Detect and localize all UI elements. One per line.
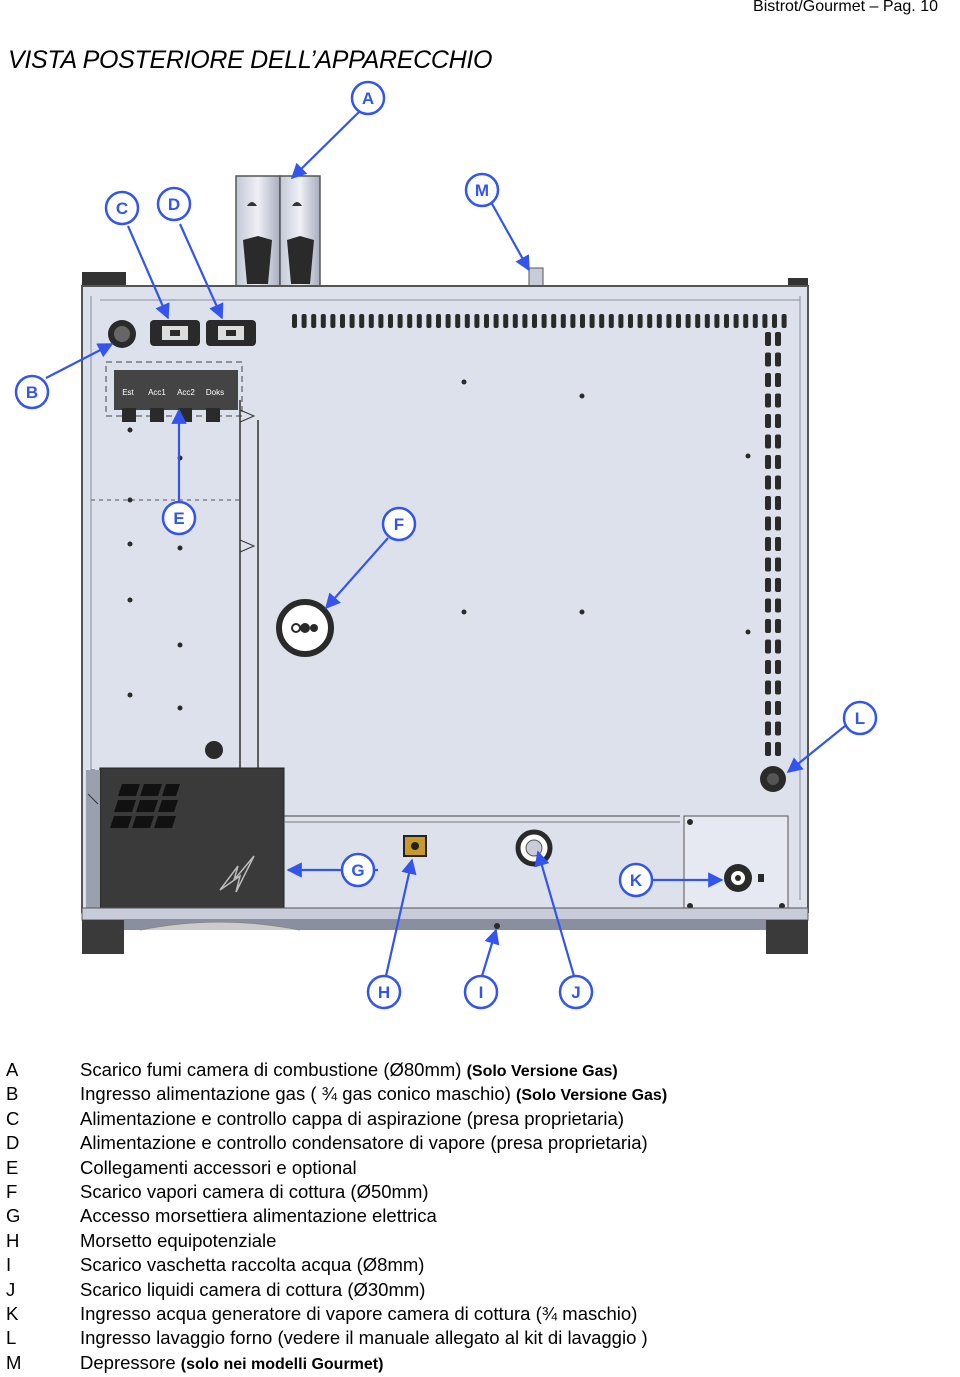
legend-text: Collegamenti accessori e optional bbox=[80, 1156, 357, 1178]
legend-item-g: G Accesso morsettiera alimentazione elett… bbox=[6, 1204, 956, 1228]
callout-a: A bbox=[362, 89, 374, 108]
legend-text: Ingresso acqua generatore di vapore came… bbox=[80, 1302, 638, 1324]
callout-f: F bbox=[394, 515, 404, 534]
accessory-label: Acc1 bbox=[148, 388, 166, 397]
legend-text: Depressore bbox=[80, 1351, 176, 1373]
legend-item-d: D Alimentazione e controllo condensatore … bbox=[6, 1131, 956, 1155]
page-header: Bistrot/Gourmet – Pag. 10 bbox=[753, 0, 938, 15]
callout-b: B bbox=[26, 383, 38, 402]
legend-key: K bbox=[6, 1302, 19, 1324]
legend-key: C bbox=[6, 1107, 20, 1129]
legend-text: Scarico vapori camera di cottura (Ø50mm) bbox=[80, 1180, 429, 1202]
callout-i: I bbox=[479, 983, 484, 1002]
legend-text: Ingresso lavaggio forno (vedere il manua… bbox=[80, 1327, 648, 1349]
rear-view-diagram: Est Acc1 Acc2 Doks bbox=[14, 80, 878, 1010]
accessory-label: Est bbox=[122, 388, 134, 397]
legend-key: J bbox=[6, 1278, 16, 1300]
socket-d bbox=[206, 320, 256, 346]
legend: A Scarico fumi camera di combustione (Ø80… bbox=[6, 1058, 956, 1375]
legend-key: D bbox=[6, 1132, 20, 1154]
legend-item-i: I Scarico vaschetta raccolta acqua (Ø8mm) bbox=[6, 1253, 956, 1277]
callout-m: M bbox=[475, 181, 489, 200]
accessory-label: Doks bbox=[206, 388, 224, 397]
legend-key: L bbox=[6, 1327, 17, 1349]
legend-item-a: A Scarico fumi camera di combustione (Ø80… bbox=[6, 1058, 956, 1082]
legend-key: G bbox=[6, 1205, 21, 1227]
callout-l: L bbox=[855, 709, 865, 728]
callout-j: J bbox=[571, 983, 580, 1002]
legend-item-k: K Ingresso acqua generatore di vapore cam… bbox=[6, 1302, 956, 1326]
legend-note: (solo nei modelli Gourmet) bbox=[180, 1355, 384, 1373]
legend-text: Alimentazione e controllo cappa di aspir… bbox=[80, 1107, 624, 1129]
legend-key: I bbox=[6, 1254, 12, 1276]
legend-text: Alimentazione e controllo condensatore d… bbox=[80, 1132, 648, 1154]
legend-item-j: J Scarico liquidi camera di cottura (Ø30m… bbox=[6, 1278, 956, 1302]
callout-c: C bbox=[116, 199, 128, 218]
legend-item-c: C Alimentazione e controllo cappa di aspi… bbox=[6, 1107, 956, 1131]
legend-key: M bbox=[6, 1351, 22, 1373]
flue-chimneys bbox=[235, 175, 321, 289]
legend-text: Scarico fumi camera di combustione (Ø80m… bbox=[80, 1059, 462, 1080]
legend-item-h: H Morsetto equipotenziale bbox=[6, 1229, 956, 1253]
callout-e: E bbox=[173, 509, 184, 528]
legend-note: (Solo Versione Gas) bbox=[466, 1063, 618, 1080]
legend-text: Ingresso alimentazione gas ( ¾ gas conic… bbox=[80, 1083, 511, 1105]
legend-item-m: M Depressore (solo nei modelli Gourmet) bbox=[6, 1351, 956, 1375]
socket-c bbox=[150, 320, 200, 346]
legend-item-e: E Collegamenti accessori e optional bbox=[6, 1156, 956, 1180]
legend-text: Scarico vaschetta raccolta acqua (Ø8mm) bbox=[80, 1254, 425, 1276]
legend-note: (Solo Versione Gas) bbox=[516, 1087, 668, 1105]
legend-text: Scarico liquidi camera di cottura (Ø30mm… bbox=[80, 1278, 426, 1300]
legend-text: Morsetto equipotenziale bbox=[80, 1229, 277, 1251]
page-title: VISTA POSTERIORE DELL’APPARECCHIO bbox=[8, 46, 493, 74]
accessory-panel: Est Acc1 Acc2 Doks bbox=[105, 361, 243, 422]
accessory-label: Acc2 bbox=[177, 388, 195, 397]
legend-key: A bbox=[6, 1059, 19, 1080]
legend-key: H bbox=[6, 1229, 20, 1251]
callout-k: K bbox=[630, 871, 643, 890]
legend-text: Accesso morsettiera alimentazione elettr… bbox=[80, 1205, 437, 1227]
callout-h: H bbox=[378, 983, 390, 1002]
legend-item-l: L Ingresso lavaggio forno (vedere il manu… bbox=[6, 1326, 956, 1350]
legend-item-f: F Scarico vapori camera di cottura (Ø50mm… bbox=[6, 1180, 956, 1204]
legend-item-b: B Ingresso alimentazione gas ( ¾ gas coni… bbox=[6, 1082, 956, 1106]
callout-g: G bbox=[351, 861, 364, 880]
legend-key: F bbox=[6, 1180, 18, 1202]
legend-key: B bbox=[6, 1083, 19, 1105]
legend-key: E bbox=[6, 1156, 19, 1178]
callout-d: D bbox=[168, 195, 180, 214]
